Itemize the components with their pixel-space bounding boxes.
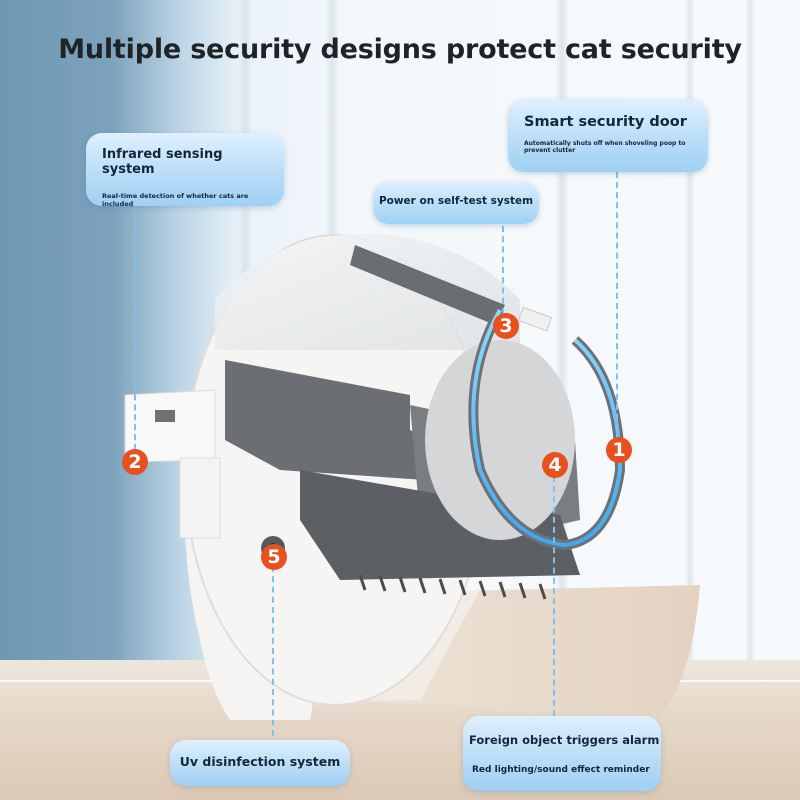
marker-4: 4 (542, 452, 568, 478)
callout-title: Foreign object triggers alarm (469, 733, 660, 747)
page-title: Multiple security designs protect cat se… (58, 34, 742, 65)
leader-line-5 (272, 566, 274, 736)
leader-line-2 (134, 206, 136, 450)
callout-title: Power on self-test system (378, 195, 534, 207)
curtain-fold (745, 0, 755, 670)
leader-line-3 (502, 226, 504, 314)
marker-5: 5 (261, 544, 287, 570)
callout-infrared-sensing: Infrared sensing system Real-time detect… (86, 133, 284, 208)
callout-uv-disinfection: Uv disinfection system (170, 740, 350, 786)
callout-foreign-object-alarm: Foreign object triggers alarm Red lighti… (463, 716, 661, 791)
marker-2: 2 (122, 449, 148, 475)
leader-line-4 (553, 476, 555, 716)
callout-description: Automatically shuts off when shoveling p… (524, 140, 686, 155)
callout-power-on-self-test: Power on self-test system (373, 181, 539, 224)
callout-smart-security-door: Smart security door Automatically shuts … (508, 99, 708, 172)
callout-description: Red lighting/sound effect reminder (472, 765, 650, 775)
marker-1: 1 (606, 437, 632, 463)
callout-description: Real-time detection of whether cats are … (102, 192, 249, 208)
leader-line-1 (616, 172, 618, 440)
callout-title: Uv disinfection system (179, 754, 341, 769)
marker-3: 3 (493, 313, 519, 339)
callout-title: Infrared sensing system (102, 147, 223, 177)
curtain-fold (685, 0, 695, 670)
callout-title: Smart security door (524, 114, 687, 130)
